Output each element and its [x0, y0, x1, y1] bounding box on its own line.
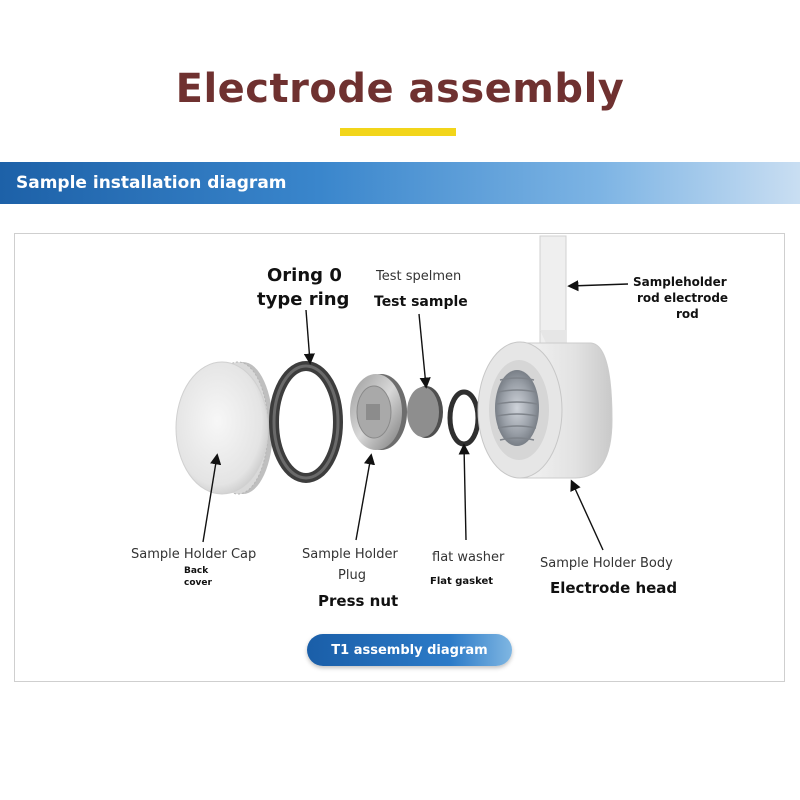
diagram-panel: [14, 233, 785, 682]
label-rod-line3: rod: [676, 307, 699, 321]
banner-title: Sample installation diagram: [16, 173, 287, 193]
flat-washer: [447, 389, 481, 447]
label-back-cover-1: Back: [184, 566, 209, 576]
test-sample-disc: [407, 386, 443, 438]
pointer-lines: [202, 280, 629, 551]
label-test-specimen: Test spelmen: [376, 269, 462, 284]
label-flat-gasket: Flat gasket: [430, 576, 494, 587]
label-oring: Oring 0: [267, 265, 342, 286]
label-electrode-head: Electrode head: [550, 579, 678, 597]
label-rod-line2: rod electrode: [637, 291, 729, 305]
page-title: Electrode assembly: [175, 66, 625, 112]
title-underline: [340, 128, 456, 136]
sample-holder-body: [477, 235, 613, 479]
label-back-cover-2: cover: [184, 578, 212, 588]
label-cap: Sample Holder Cap: [131, 547, 257, 562]
label-plug-2: Plug: [338, 568, 366, 583]
label-flat-washer: flat washer: [432, 550, 505, 565]
label-body: Sample Holder Body: [540, 556, 673, 571]
section-banner: Sample installation diagram: [0, 162, 800, 204]
label-rod-line1: Sampleholder: [633, 275, 727, 289]
label-plug-1: Sample Holder: [302, 547, 398, 562]
label-oring-type-ring: type ring: [257, 289, 350, 310]
assembly-diagram-button[interactable]: T1 assembly diagram: [307, 634, 512, 666]
o-ring: [269, 361, 343, 483]
press-nut: [350, 374, 407, 450]
label-press-nut: Press nut: [318, 592, 399, 610]
label-test-sample: Test sample: [374, 294, 468, 310]
sample-holder-cap: [175, 361, 273, 495]
